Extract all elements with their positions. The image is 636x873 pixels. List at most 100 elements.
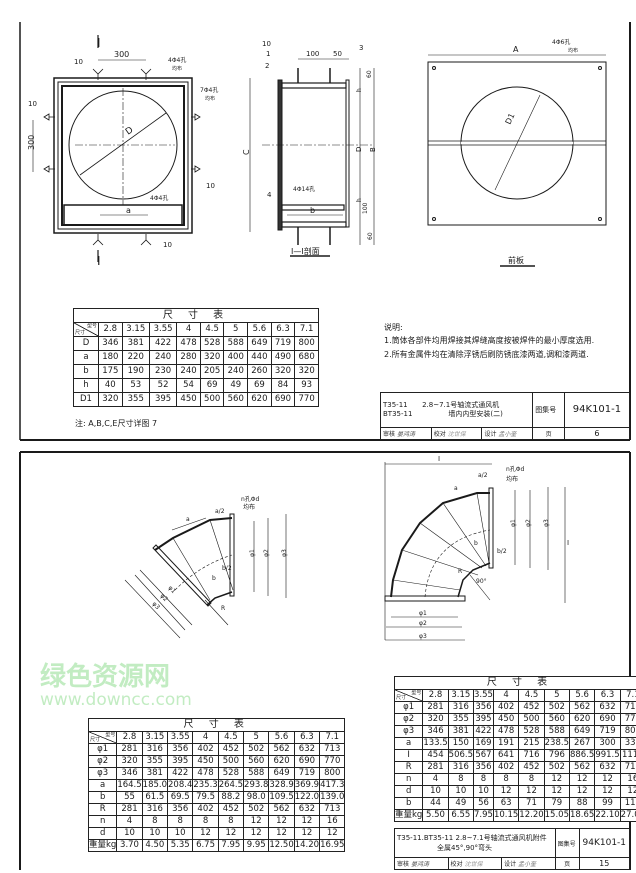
table-cell: 56 xyxy=(473,797,494,810)
table-cell: 169 xyxy=(473,737,494,750)
table-cell: 560 xyxy=(223,392,249,407)
table-cell: 320 xyxy=(270,364,296,379)
table-cell: 281 xyxy=(116,743,143,756)
table-cell: 215 xyxy=(518,737,545,750)
table-cell: 680 xyxy=(294,350,319,365)
column-header: 3.55 xyxy=(473,689,494,702)
elbow90-dim-R: R xyxy=(458,568,462,575)
row-label: φ3 xyxy=(87,767,118,780)
dim-h-top: h xyxy=(356,88,363,92)
table-cell: 205 xyxy=(199,364,225,379)
part-1: 1 xyxy=(266,50,270,58)
table-cell: 588 xyxy=(543,725,570,738)
design-signature: 孟小奎 xyxy=(498,430,517,438)
table-cell: 395 xyxy=(167,755,194,768)
elbow45-phi1: φ1 xyxy=(249,549,256,557)
table-cell: 502 xyxy=(543,761,570,774)
table-title-row: 尺 寸 表 xyxy=(73,308,319,323)
table-cell: 800 xyxy=(619,725,636,738)
table-cell: 991.5 xyxy=(594,749,621,762)
table-cell: 235.3 xyxy=(192,779,219,792)
table-cell: 320 xyxy=(116,755,143,768)
corner-label-model: 型号 xyxy=(86,323,97,329)
table-cell: 150 xyxy=(447,737,475,750)
table-cell: 9.95 xyxy=(243,839,270,852)
row-label: 重量kg xyxy=(87,839,118,852)
callout-10-bottom: 10 xyxy=(163,241,172,249)
table-cell: 10.15 xyxy=(492,809,520,822)
title-line-2: 墙内内型安装(二) xyxy=(448,409,503,418)
table-cell: 620 xyxy=(568,713,596,726)
atlas-number: 94K101-1 xyxy=(563,392,631,428)
table-cell: 185.0 xyxy=(141,779,169,792)
hole-bottom-label: 4Φ4孔 xyxy=(150,194,168,202)
table-title-row: 尺 寸 表 xyxy=(87,718,346,732)
column-header: 4 xyxy=(176,322,201,337)
row-label: φ2 xyxy=(87,755,118,768)
row-label: D xyxy=(73,336,99,351)
check-label: 校对 xyxy=(433,430,446,438)
table-cell: 713 xyxy=(319,803,346,816)
corner-diagonal xyxy=(89,732,117,743)
table-cell: 8 xyxy=(192,815,219,828)
table-cell: 4 xyxy=(116,815,143,828)
column-header: 3.15 xyxy=(141,731,169,744)
table-cell: 3.70 xyxy=(116,839,143,852)
table-cell: 355 xyxy=(141,755,169,768)
table-cell: 588 xyxy=(223,336,249,351)
row-label: φ3 xyxy=(393,725,424,738)
elbow90-phi1-v: φ1 xyxy=(510,519,517,527)
dim-D1: D1 xyxy=(504,112,517,126)
table-cell: 320 xyxy=(199,350,225,365)
table-cell: 450 xyxy=(192,755,219,768)
bottom-page-number: 15 xyxy=(578,857,631,870)
table-cell: 8 xyxy=(167,815,194,828)
table-cell: 191 xyxy=(492,737,520,750)
table-cell: 240 xyxy=(223,364,249,379)
table-cell: 10 xyxy=(116,827,143,840)
row-label: n xyxy=(87,815,118,828)
table-cell: 6.55 xyxy=(447,809,475,822)
row-label: 重量kg xyxy=(393,809,424,822)
review-signature: 晏鸿涛 xyxy=(396,430,415,438)
table-cell: 8 xyxy=(447,773,475,786)
table-cell: 356 xyxy=(473,701,494,714)
elbow90-dim-a2: a/2 xyxy=(478,472,488,479)
table-cell: 346 xyxy=(98,336,123,351)
dim-D-label: D xyxy=(124,125,135,137)
table-cell: 562 xyxy=(568,701,596,714)
corner-header: 型号尺寸 xyxy=(87,731,118,744)
table-cell: 69 xyxy=(247,378,272,393)
table-cell: 109.5 xyxy=(268,791,295,804)
table-cell: 10 xyxy=(141,827,169,840)
table-cell: 7.95 xyxy=(217,839,245,852)
table-cell: 560 xyxy=(543,713,570,726)
table-cell: 8 xyxy=(492,773,520,786)
elbow45-phi1-angled: φ1 xyxy=(167,585,178,596)
table-cell: 562 xyxy=(268,803,295,816)
table-cell: 12 xyxy=(594,785,621,798)
table-cell: 402 xyxy=(192,743,219,756)
table-cell: 632 xyxy=(594,761,621,774)
table-cell: 88 xyxy=(568,797,596,810)
row-label: a xyxy=(73,350,99,365)
title-line-1: 2.8~7.1号轴流式通风机 xyxy=(422,400,500,409)
table-cell: 4.50 xyxy=(141,839,169,852)
dim-A: A xyxy=(513,45,519,54)
table-cell: 10 xyxy=(473,785,494,798)
table-cell: 320 xyxy=(422,713,449,726)
table-cell: 356 xyxy=(167,803,194,816)
elbow90-dim-I: I xyxy=(438,455,440,463)
table-cell: 22.10 xyxy=(594,809,621,822)
elbow90-dim-b2: b/2 xyxy=(497,548,507,555)
column-header: 4.5 xyxy=(217,731,245,744)
table-cell: 328.9 xyxy=(268,779,295,792)
table-cell: 369.9 xyxy=(293,779,321,792)
